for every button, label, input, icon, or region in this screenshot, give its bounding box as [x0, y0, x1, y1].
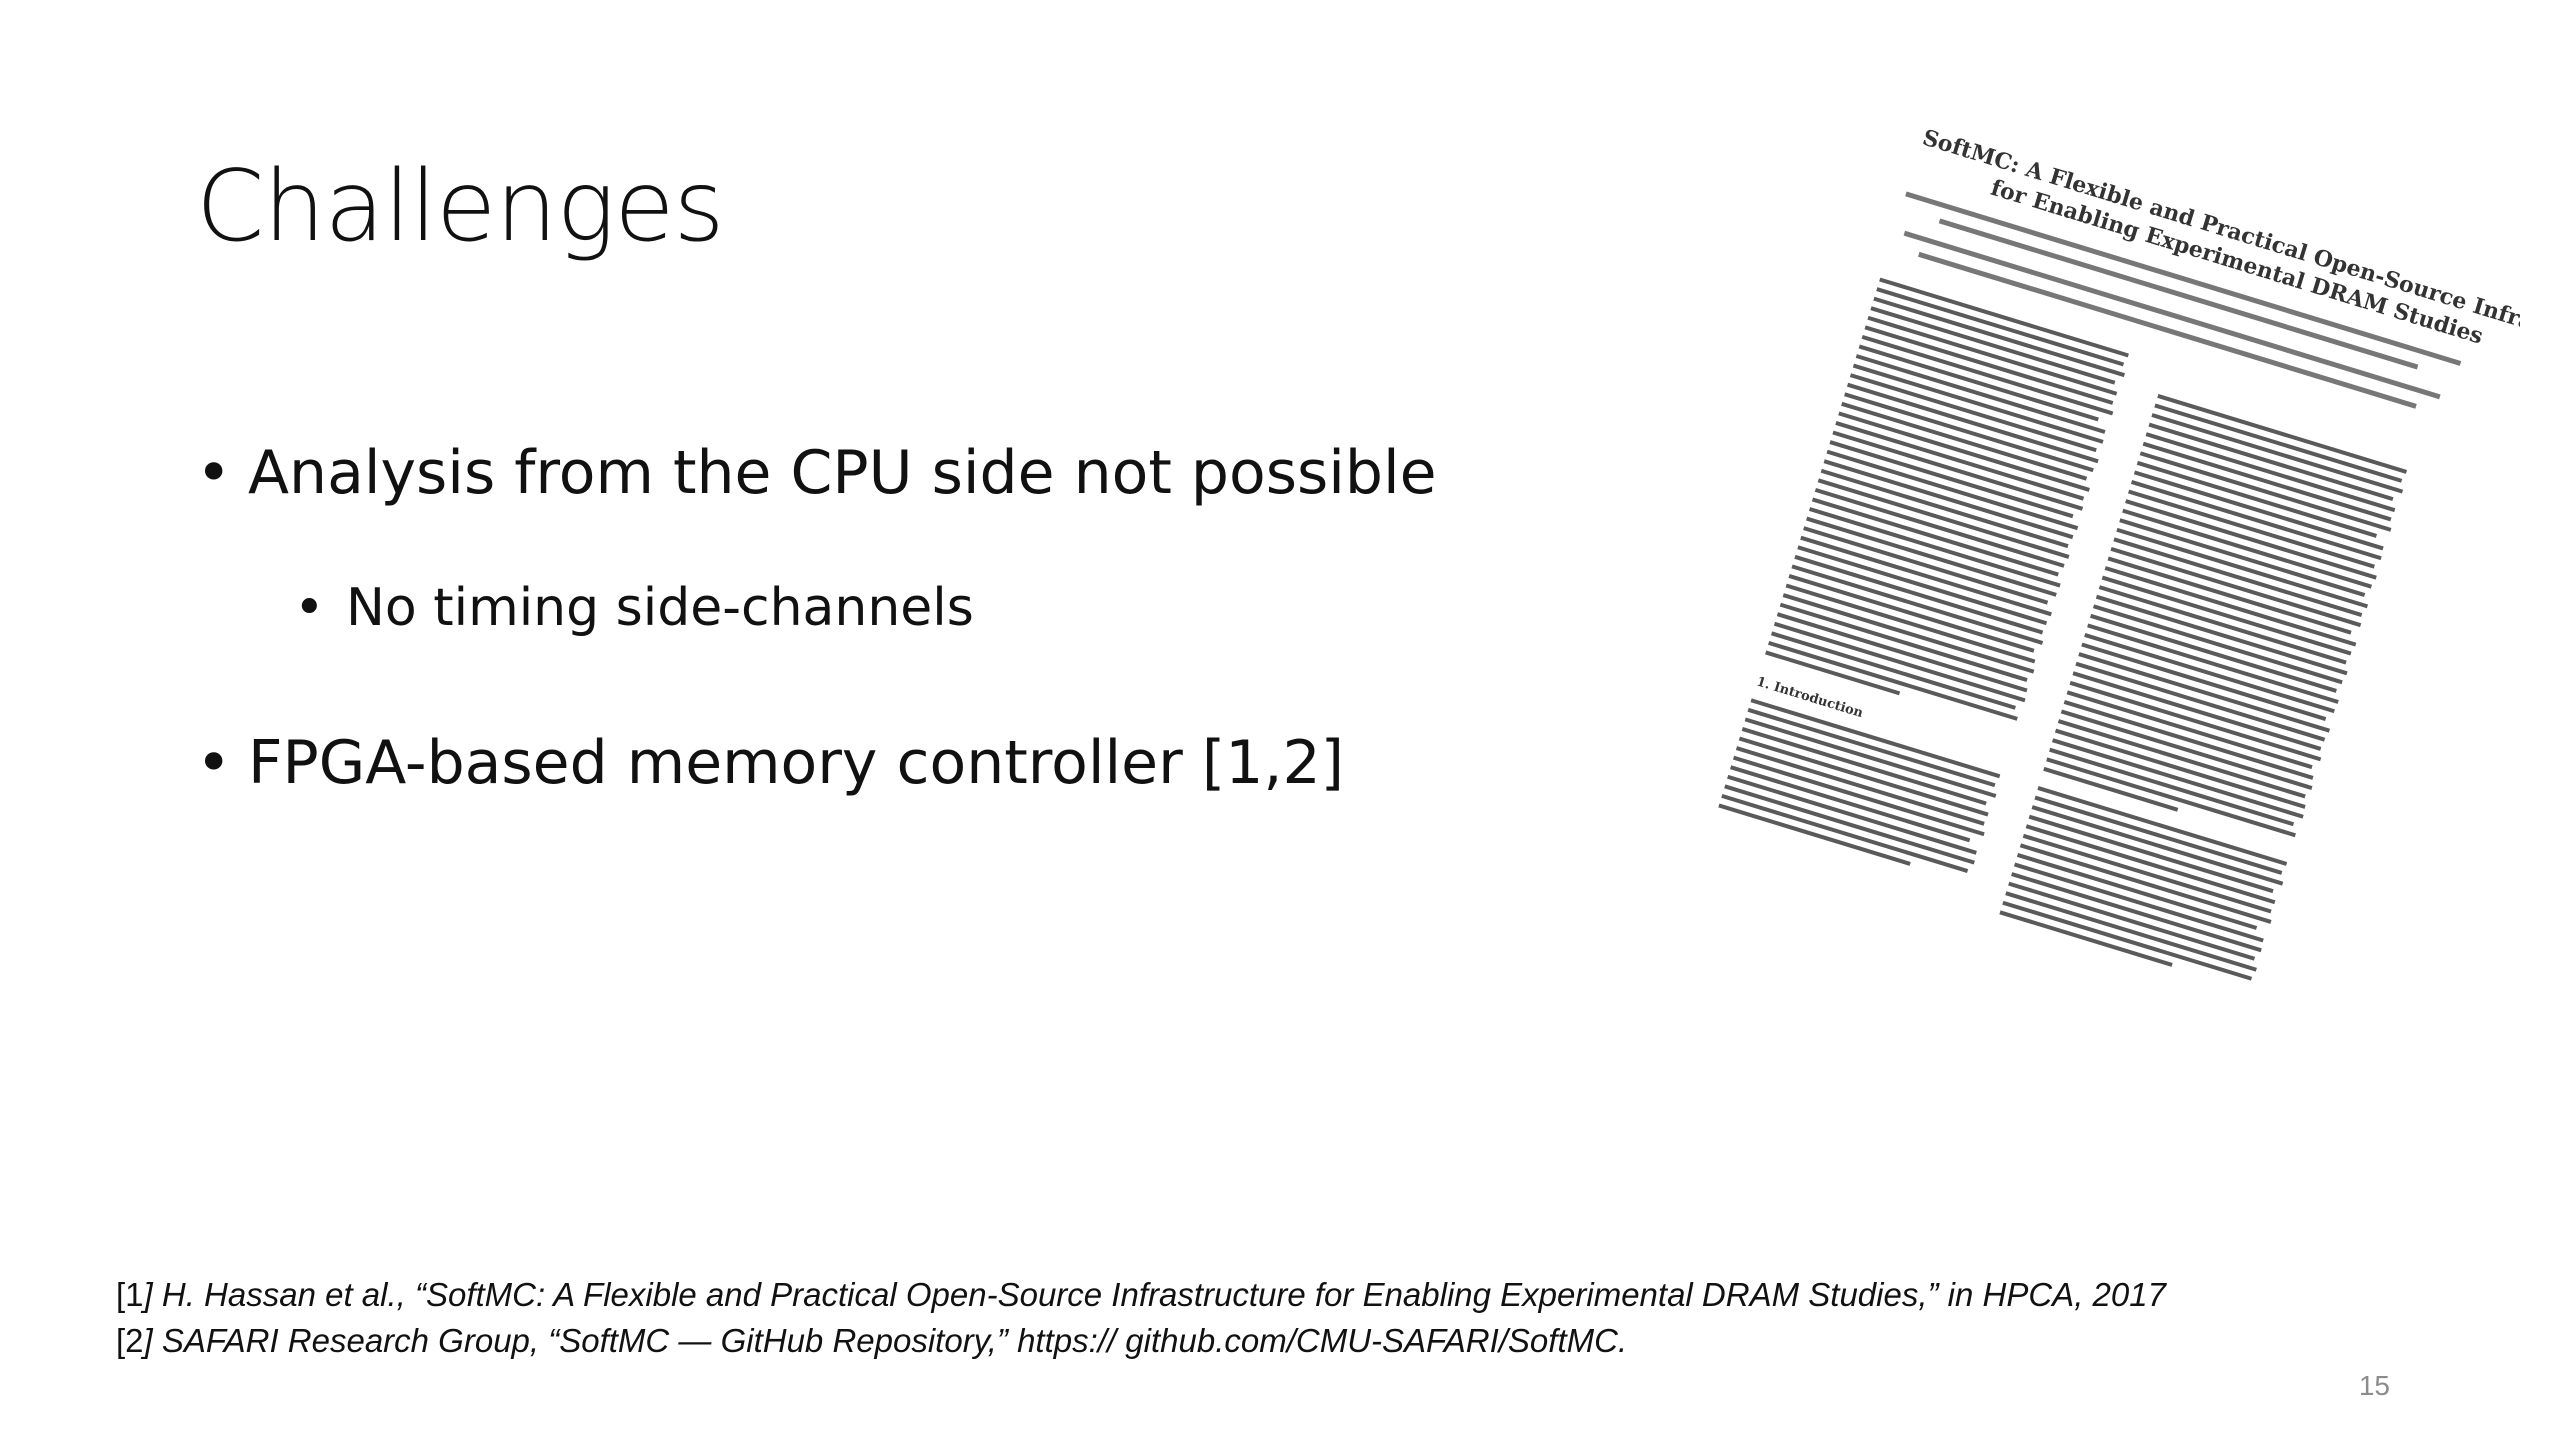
paper-section-heading: 1. Introduction	[1755, 674, 1866, 721]
sub-bullet-item: • No timing side-channels	[294, 578, 974, 638]
bullet-glyph: •	[196, 728, 232, 798]
slide-title: Challenges	[196, 150, 725, 264]
bullet-item: •Analysis from the CPU side not possible	[196, 438, 1437, 508]
bullet-text: Analysis from the CPU side not possible	[248, 438, 1437, 508]
bullet-text: FPGA-based memory controller [1,2]	[248, 728, 1345, 798]
bullet-item: •FPGA-based memory controller [1,2]	[196, 728, 1344, 798]
paper-thumbnail-image: SoftMC: A Flexible and Practical Open-So…	[1600, 105, 2520, 1165]
reference-2: [2] SAFARI Research Group, “SoftMC — Git…	[116, 1322, 1628, 1359]
references: [1] H. Hassan et al., “SoftMC: A Flexibl…	[116, 1272, 2416, 1364]
reference-1: [1] H. Hassan et al., “SoftMC: A Flexibl…	[116, 1276, 2166, 1313]
bullet-glyph: •	[294, 578, 325, 638]
bullet-text: No timing side-channels	[346, 578, 974, 638]
paper-title-line-2: for Enabling Experimental DRAM Studies	[1988, 175, 2486, 350]
bullet-glyph: •	[196, 438, 232, 508]
page-number: 15	[2358, 1370, 2390, 1401]
